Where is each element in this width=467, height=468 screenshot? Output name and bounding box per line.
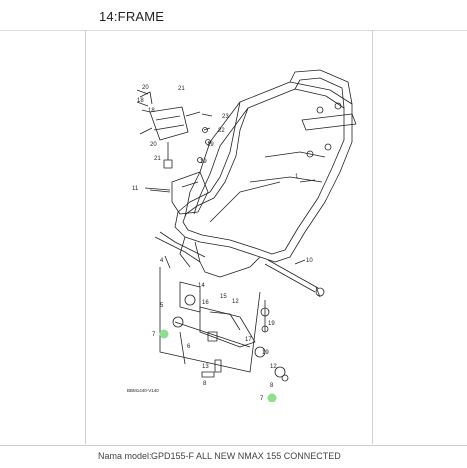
callout-label: 20 — [150, 142, 157, 148]
frame-exploded-view: 20 18 21 23 22 19 20 21 19 11 1 10 4 14 … — [127, 69, 357, 403]
divider-right — [372, 30, 373, 444]
callout-label: 4 — [160, 258, 164, 264]
header-bar: 14:FRAME — [0, 0, 467, 31]
highlight-marker — [159, 329, 169, 339]
callout-label: 10 — [306, 258, 313, 264]
page-title: 14:FRAME — [99, 9, 165, 24]
callout-label: 7 — [152, 332, 156, 338]
callout-label: 15 — [220, 294, 227, 300]
highlight-marker — [267, 393, 277, 403]
frame-parts-diagram: 20 18 21 23 22 19 20 21 19 11 1 10 4 14 … — [90, 42, 370, 403]
callout-label: 12 — [232, 299, 239, 305]
divider-left — [85, 30, 86, 444]
figure-code: BBM1440-V140 — [127, 388, 159, 393]
callout-label: 1 — [295, 174, 299, 180]
callout-label: 21 — [178, 86, 185, 92]
callout-label: 12 — [270, 364, 277, 370]
callout-label: 14 — [198, 283, 205, 289]
callout-label: 16 — [202, 300, 209, 306]
callout-label: 6 — [187, 344, 191, 350]
callout-label: 17 — [245, 337, 252, 343]
model-label: Nama model: — [98, 451, 152, 461]
callout-label: 19 — [200, 159, 207, 165]
callout-label: 19 — [268, 321, 275, 327]
callout-label: 20 — [142, 85, 149, 91]
callout-label: 19 — [262, 350, 269, 356]
callout-label: 8 — [203, 381, 207, 387]
callout-label: 8 — [270, 383, 274, 389]
callout-label: 11 — [132, 186, 139, 192]
callout-label: 23 — [222, 114, 229, 120]
footer-bar: Nama model: GPD155-F ALL NEW NMAX 155 CO… — [0, 445, 467, 468]
callout-label: 13 — [202, 364, 209, 370]
callout-label: 7 — [260, 396, 264, 402]
callout-label: 5 — [160, 303, 164, 309]
callout-label: 18 — [148, 108, 155, 114]
callout-label: 22 — [218, 128, 225, 134]
callout-label: 21 — [154, 156, 161, 162]
callout-label: 18 — [137, 98, 144, 104]
callout-label: 19 — [207, 142, 214, 148]
model-value: GPD155-F ALL NEW NMAX 155 CONNECTED — [151, 451, 341, 461]
